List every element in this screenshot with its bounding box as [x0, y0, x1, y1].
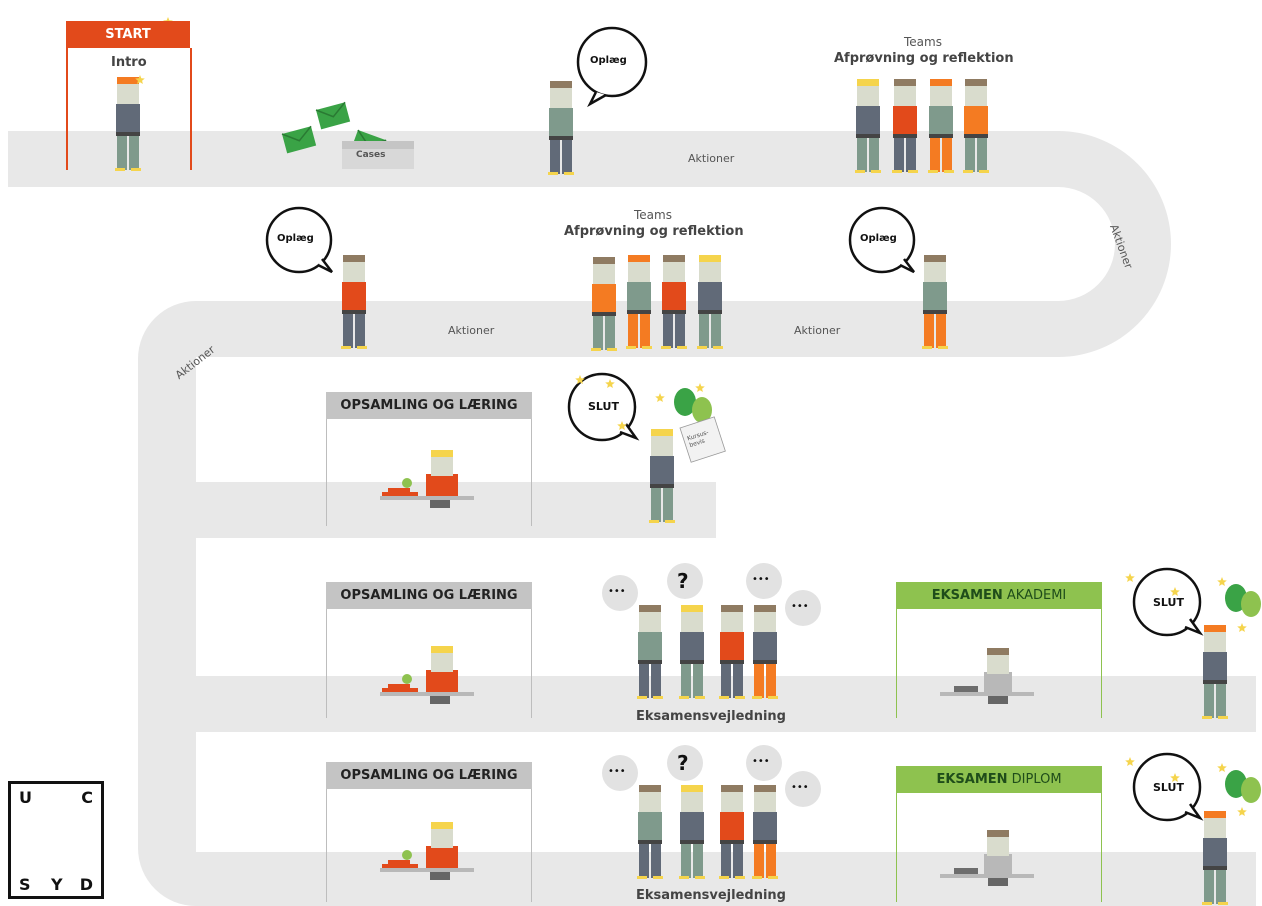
eksamen-diplom-box: EKSAMEN DIPLOM: [896, 766, 1102, 902]
star-icon: [135, 75, 145, 84]
figure-13: [649, 429, 675, 523]
road-label-mid-right: Aktioner: [794, 324, 841, 337]
figure-5: [928, 79, 954, 173]
eksamen-akademi-title: EKSAMEN AKADEMI: [896, 582, 1102, 609]
figures: [115, 77, 1228, 905]
figure-3: [855, 79, 881, 173]
figure-19: [637, 785, 663, 879]
question-bubble-1: ?: [677, 569, 689, 593]
teams-top-subtitle: Afprøvning og reflektion: [834, 51, 1014, 66]
dots-bubble-5: •••: [752, 756, 770, 767]
opsamling-title-2: OPSAMLING OG LÆRING: [326, 582, 532, 609]
star-icon: [575, 375, 585, 384]
ucsyd-logo: U C S Y D: [8, 781, 104, 899]
figure-8: [591, 257, 617, 351]
star-icon: [1170, 587, 1180, 596]
figure-11: [697, 255, 723, 349]
logo-letter-y: Y: [51, 875, 63, 894]
kursusbevis-paper: [679, 416, 726, 463]
figure-9: [626, 255, 652, 349]
teams-middle-title: Teams: [634, 208, 672, 222]
road-label-mid-left: Aktioner: [448, 324, 495, 337]
star-icon: [1170, 773, 1180, 782]
bubble-oplaeg-2: Oplæg: [277, 233, 314, 244]
intro-label: Intro: [111, 55, 147, 70]
cases-label: Cases: [356, 150, 386, 160]
figure-6: [963, 79, 989, 173]
star-icon: [605, 379, 615, 388]
figure-16: [719, 605, 745, 699]
eksamensvejledning-2: Eksamensvejledning: [636, 888, 786, 903]
eksamen-akademi-box: EKSAMEN AKADEMI: [896, 582, 1102, 718]
figure-10: [661, 255, 687, 349]
start-label: START: [66, 21, 190, 48]
bubble-slut-3: SLUT: [1153, 781, 1184, 794]
figure-23: [1202, 811, 1228, 905]
figure-1: [115, 77, 141, 171]
logo-letter-d: D: [79, 875, 93, 894]
figure-21: [719, 785, 745, 879]
star-icon: [655, 393, 665, 402]
bubbles: [265, 26, 1204, 822]
opsamling-box-3: OPSAMLING OG LÆRING: [326, 762, 532, 902]
eksamen-diplom-title: EKSAMEN DIPLOM: [896, 766, 1102, 793]
dots-bubble-2: •••: [752, 574, 770, 585]
figure-17: [752, 605, 778, 699]
bubble-oplaeg-1: Oplæg: [590, 55, 627, 66]
star-icon: [1237, 807, 1247, 816]
figure-12: [922, 255, 948, 349]
figure-22: [752, 785, 778, 879]
small-bubbles: [602, 563, 821, 807]
figure-7: [341, 255, 367, 349]
star-icon: [1237, 623, 1247, 632]
question-bubble-2: ?: [677, 751, 689, 775]
teams-top-title: Teams: [904, 35, 942, 49]
opsamling-title-3: OPSAMLING OG LÆRING: [326, 762, 532, 789]
figure-14: [637, 605, 663, 699]
star-icon: [617, 421, 627, 430]
desks: [380, 450, 1034, 886]
start-gate: [66, 48, 192, 170]
star-icon: [1217, 577, 1227, 586]
logo-letter-u: U: [19, 788, 32, 807]
star-icon: [1125, 757, 1135, 766]
bubble-slut-1: SLUT: [588, 400, 619, 413]
logo-letter-s: S: [19, 875, 31, 894]
figure-2: [548, 81, 574, 175]
figure-4: [892, 79, 918, 173]
star-icon: [695, 383, 705, 392]
teams-middle-subtitle: Afprøvning og reflektion: [564, 224, 744, 239]
dots-bubble-3: •••: [791, 601, 809, 612]
star-icon: [1125, 573, 1135, 582]
figure-20: [679, 785, 705, 879]
opsamling-box-2: OPSAMLING OG LÆRING: [326, 582, 532, 718]
bubble-oplaeg-3: Oplæg: [860, 233, 897, 244]
eksamensvejledning-1: Eksamensvejledning: [636, 709, 786, 724]
road-label-top: Aktioner: [688, 152, 735, 165]
cases-envelopes: [281, 101, 414, 169]
dots-bubble-4: •••: [608, 766, 626, 777]
figure-18: [1202, 625, 1228, 719]
bubble-slut-2: SLUT: [1153, 596, 1184, 609]
logo-letter-c: C: [81, 788, 93, 807]
balloons: [674, 388, 1261, 803]
star-icon: [1217, 763, 1227, 772]
figure-15: [679, 605, 705, 699]
dots-bubble-1: •••: [608, 586, 626, 597]
dots-bubble-6: •••: [791, 782, 809, 793]
opsamling-title-1: OPSAMLING OG LÆRING: [326, 392, 532, 419]
opsamling-box-1: OPSAMLING OG LÆRING: [326, 392, 532, 526]
